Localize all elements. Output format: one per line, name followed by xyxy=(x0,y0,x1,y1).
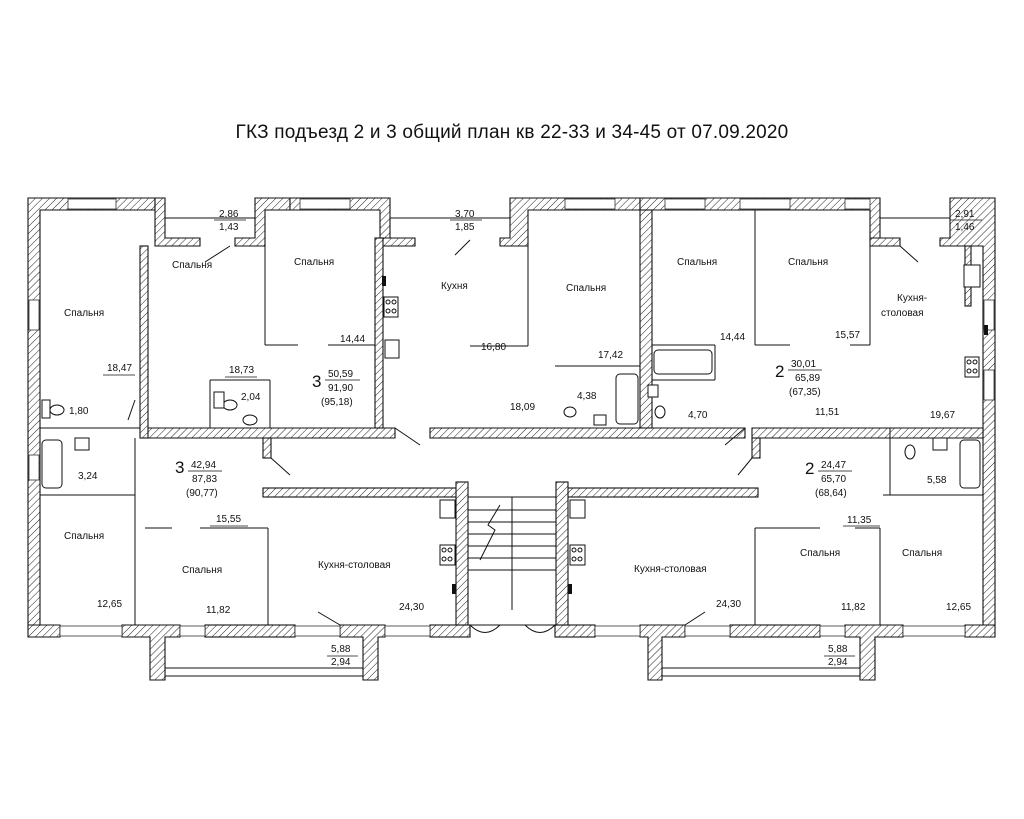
room-label-bedroom: Спальня xyxy=(182,565,222,576)
area-value: 11,35 xyxy=(847,515,872,526)
apartment-total-area: 65,89 xyxy=(795,373,820,384)
area-value: 12,65 xyxy=(946,602,971,613)
area-value: 2,91 xyxy=(955,209,975,220)
area-value: 2,94 xyxy=(331,657,351,668)
interior-walls xyxy=(40,209,984,626)
room-label-kitchen-dining-line2: столовая xyxy=(881,308,924,319)
apartment-total-with-balcony: (67,35) xyxy=(789,387,821,398)
area-value: 24,30 xyxy=(716,599,741,610)
area-value: 4,70 xyxy=(688,410,708,421)
area-value: 4,38 xyxy=(577,391,597,402)
apartment-room-count: 3 xyxy=(312,372,321,391)
area-value: 3,24 xyxy=(78,471,98,482)
apartment-total-area: 65,70 xyxy=(821,474,846,485)
apartment-summaries: 3 50,59 91,90 (95,18) 2 30,01 65,89 (67,… xyxy=(175,359,852,499)
apartment-total-area: 91,90 xyxy=(328,383,353,394)
room-label-kitchen: Кухня xyxy=(441,281,468,292)
area-value: 2,94 xyxy=(828,657,848,668)
area-value: 17,42 xyxy=(598,350,623,361)
area-value: 1,85 xyxy=(455,222,475,233)
area-value: 15,57 xyxy=(835,330,860,341)
area-value: 14,44 xyxy=(720,332,745,343)
sanitary-fixtures xyxy=(41,264,988,594)
room-label-kitchen-dining: Кухня-столовая xyxy=(318,560,391,571)
apartment-total-with-balcony: (68,64) xyxy=(815,488,847,499)
apartment-room-count: 2 xyxy=(775,362,784,381)
area-value: 5,58 xyxy=(927,475,947,486)
area-value: 2,04 xyxy=(241,392,261,403)
area-value: 11,82 xyxy=(206,605,231,616)
area-value: 18,47 xyxy=(107,363,132,374)
area-values: 2,86 1,43 3,70 1,85 2,91 1,46 14,44 16,8… xyxy=(69,209,982,668)
room-label-bedroom: Спальня xyxy=(294,257,334,268)
area-value: 14,44 xyxy=(340,334,365,345)
exterior-walls xyxy=(27,197,996,681)
room-label-bedroom: Спальня xyxy=(677,257,717,268)
apartment-total-area: 87,83 xyxy=(192,474,217,485)
area-value: 15,55 xyxy=(216,514,241,525)
area-value: 1,80 xyxy=(69,406,89,417)
doors xyxy=(127,239,919,626)
area-value: 3,70 xyxy=(455,209,475,220)
area-value: 24,30 xyxy=(399,602,424,613)
apartment-living-area: 50,59 xyxy=(328,369,353,380)
area-value: 5,88 xyxy=(331,644,351,655)
room-label-bedroom: Спальня xyxy=(788,257,828,268)
room-label-bedroom: Спальня xyxy=(800,548,840,559)
area-value: 11,51 xyxy=(815,407,840,418)
room-label-bedroom: Спальня xyxy=(902,548,942,559)
room-labels: Спальня Спальня Спальня Кухня Спальня Сп… xyxy=(64,257,942,576)
room-label-bedroom: Спальня xyxy=(64,308,104,319)
area-value: 19,67 xyxy=(930,410,955,421)
room-label-kitchen-dining: Кухня-столовая xyxy=(634,564,707,575)
area-value: 18,73 xyxy=(229,365,254,376)
area-value: 2,86 xyxy=(219,209,239,220)
area-value: 5,88 xyxy=(828,644,848,655)
apartment-total-with-balcony: (95,18) xyxy=(321,397,353,408)
apartment-total-with-balcony: (90,77) xyxy=(186,488,218,499)
staircase xyxy=(467,496,557,633)
area-value: 11,82 xyxy=(841,602,866,613)
area-value: 12,65 xyxy=(97,599,122,610)
area-value: 1,46 xyxy=(955,222,975,233)
area-value: 1,43 xyxy=(219,222,239,233)
apartment-room-count: 3 xyxy=(175,458,184,477)
apartment-living-area: 30,01 xyxy=(791,359,816,370)
plan-title: ГКЗ подъезд 2 и 3 общий план кв 22-33 и … xyxy=(235,122,789,143)
room-label-kitchen-dining-line1: Кухня- xyxy=(897,293,927,304)
area-value: 18,09 xyxy=(510,402,535,413)
apartment-living-area: 42,94 xyxy=(191,460,216,471)
area-value: 16,80 xyxy=(481,342,506,353)
apartment-room-count: 2 xyxy=(805,459,814,478)
room-label-bedroom: Спальня xyxy=(566,283,606,294)
apartment-living-area: 24,47 xyxy=(821,460,846,471)
room-label-bedroom: Спальня xyxy=(172,260,212,271)
room-label-bedroom: Спальня xyxy=(64,531,104,542)
